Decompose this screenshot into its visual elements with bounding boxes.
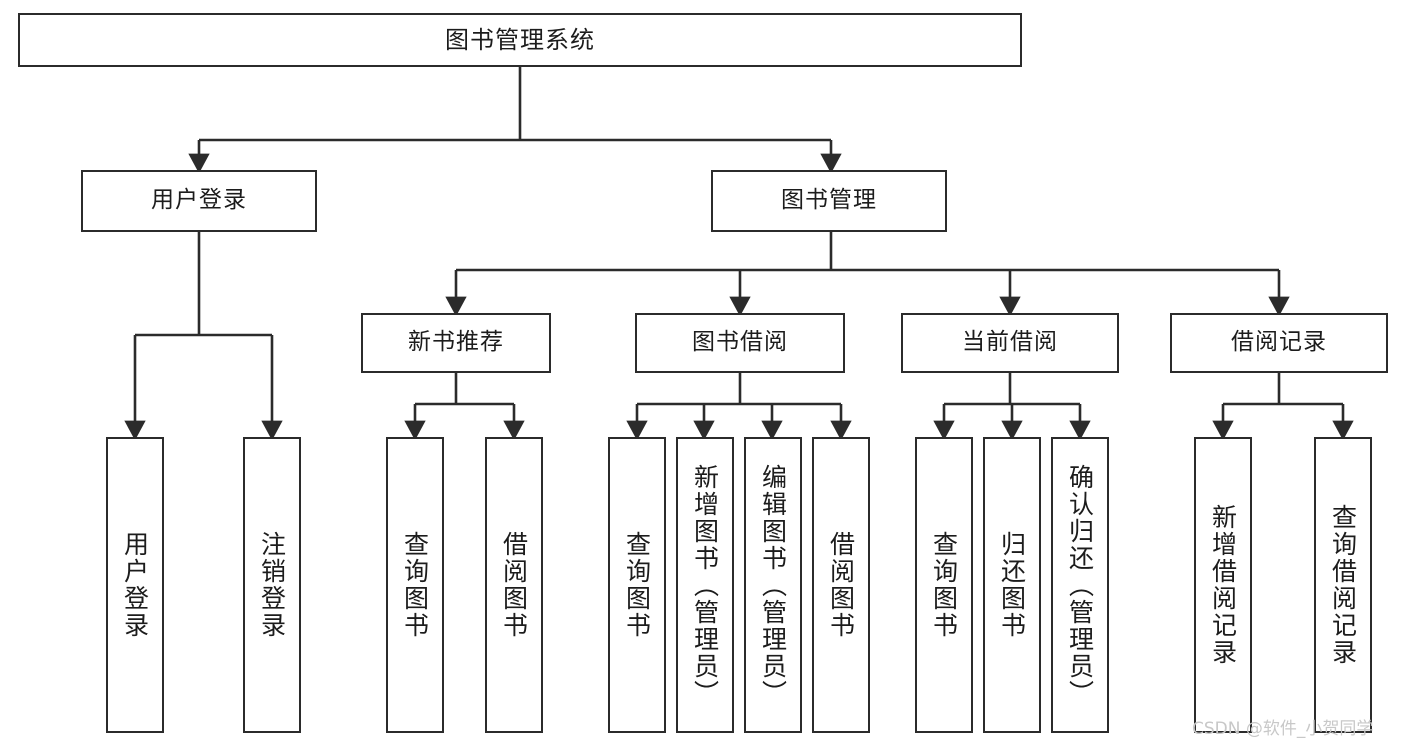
- node-book-borrow[interactable]: 图书借阅: [635, 313, 845, 373]
- leaf-new-book-query[interactable]: 查询图书: [386, 437, 444, 733]
- node-label: 确认归还（管理员）: [1065, 463, 1095, 707]
- node-label: 新增图书（管理员）: [690, 463, 720, 707]
- node-label: 注销登录: [257, 531, 287, 639]
- leaf-current-return[interactable]: 归还图书: [983, 437, 1041, 733]
- node-label: 图书管理系统: [445, 25, 595, 54]
- csdn-watermark: CSDN @软件_小贺同学: [1192, 719, 1374, 739]
- node-label: 编辑图书（管理员）: [758, 463, 788, 707]
- node-label: 借阅图书: [826, 531, 856, 639]
- node-label: 借阅记录: [1231, 329, 1327, 356]
- node-label: 用户登录: [151, 187, 247, 214]
- node-label: 归还图书: [997, 531, 1027, 639]
- node-new-book-recommend[interactable]: 新书推荐: [361, 313, 551, 373]
- leaf-new-book-borrow[interactable]: 借阅图书: [485, 437, 543, 733]
- node-label: 新增借阅记录: [1208, 504, 1238, 666]
- node-label: 借阅图书: [499, 531, 529, 639]
- node-label: 查询图书: [929, 531, 959, 639]
- node-label: 用户登录: [120, 531, 150, 639]
- node-label: 查询图书: [622, 531, 652, 639]
- leaf-user-login-login[interactable]: 用户登录: [106, 437, 164, 733]
- leaf-borrow-add-book-admin[interactable]: 新增图书（管理员）: [676, 437, 734, 733]
- node-label: 新书推荐: [408, 329, 504, 356]
- leaf-record-add[interactable]: 新增借阅记录: [1194, 437, 1252, 733]
- node-label: 图书管理: [781, 187, 877, 214]
- node-borrow-record[interactable]: 借阅记录: [1170, 313, 1388, 373]
- node-book-management[interactable]: 图书管理: [711, 170, 947, 232]
- node-label: 图书借阅: [692, 329, 788, 356]
- leaf-current-confirm-return-admin[interactable]: 确认归还（管理员）: [1051, 437, 1109, 733]
- leaf-borrow-borrow-book[interactable]: 借阅图书: [812, 437, 870, 733]
- leaf-borrow-query[interactable]: 查询图书: [608, 437, 666, 733]
- leaf-borrow-edit-book-admin[interactable]: 编辑图书（管理员）: [744, 437, 802, 733]
- leaf-user-login-logout[interactable]: 注销登录: [243, 437, 301, 733]
- node-user-login[interactable]: 用户登录: [81, 170, 317, 232]
- leaf-current-query[interactable]: 查询图书: [915, 437, 973, 733]
- node-label: 查询借阅记录: [1328, 504, 1358, 666]
- leaf-record-query[interactable]: 查询借阅记录: [1314, 437, 1372, 733]
- node-current-borrow[interactable]: 当前借阅: [901, 313, 1119, 373]
- node-label: 查询图书: [400, 531, 430, 639]
- node-root-system[interactable]: 图书管理系统: [18, 13, 1022, 67]
- node-label: 当前借阅: [962, 329, 1058, 356]
